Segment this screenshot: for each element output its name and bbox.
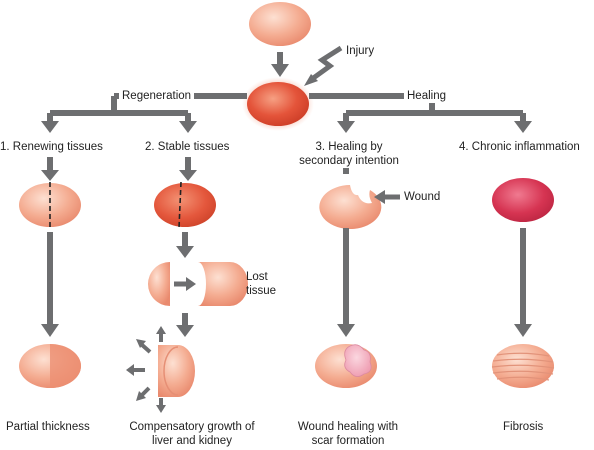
stable-cell (154, 183, 216, 227)
secondary-intention-label: 3. Healing by secondary intention (299, 141, 399, 167)
regeneration-label: Regeneration (119, 89, 195, 103)
compensatory-growth-label: Compensatory growth of liver and kidney (129, 421, 255, 447)
partial-thickness-label: Partial thickness (6, 421, 90, 433)
renewing-tissues-label: 1. Renewing tissues (0, 141, 103, 153)
lost-tissue-label: Lost tissue (246, 271, 277, 297)
healing-label: Healing (404, 89, 449, 103)
growth-arrows (126, 326, 166, 413)
chronic-inflammation-label: 4. Chronic inflammation (459, 141, 580, 153)
chronic-long-arrow (514, 228, 532, 337)
arrow-to-injured (271, 52, 289, 77)
renewing-long-arrow (41, 232, 59, 337)
inflamed-cell (492, 178, 554, 222)
stable-tissues-label: 2. Stable tissues (145, 141, 230, 153)
row1-arrows (41, 157, 197, 181)
lost-tissue-arrow (174, 277, 196, 291)
secondary-long-arrow (337, 228, 355, 337)
wound-pointer-arrow (374, 190, 400, 204)
compensatory-cell (158, 345, 195, 397)
partial-thickness-cell (19, 344, 81, 388)
wound-label: Wound (404, 191, 441, 203)
injury-label: Injury (346, 45, 375, 57)
injury-lightning-icon (304, 45, 343, 86)
normal-cell-top (249, 2, 311, 46)
scar-cell (315, 344, 377, 388)
injured-cell (247, 82, 309, 126)
fibrosis-label: Fibrosis (503, 421, 544, 433)
renewing-cell (19, 183, 81, 227)
lost-tissue-cells (148, 262, 248, 306)
fibrosis-cell (491, 344, 555, 388)
scar-formation-label: Wound healing with scar formation (297, 421, 399, 447)
branch-arrowheads (41, 121, 532, 133)
stable-arrow-down-2 (176, 313, 194, 337)
stable-arrow-down-1 (176, 232, 194, 258)
wounded-cell (319, 185, 382, 229)
